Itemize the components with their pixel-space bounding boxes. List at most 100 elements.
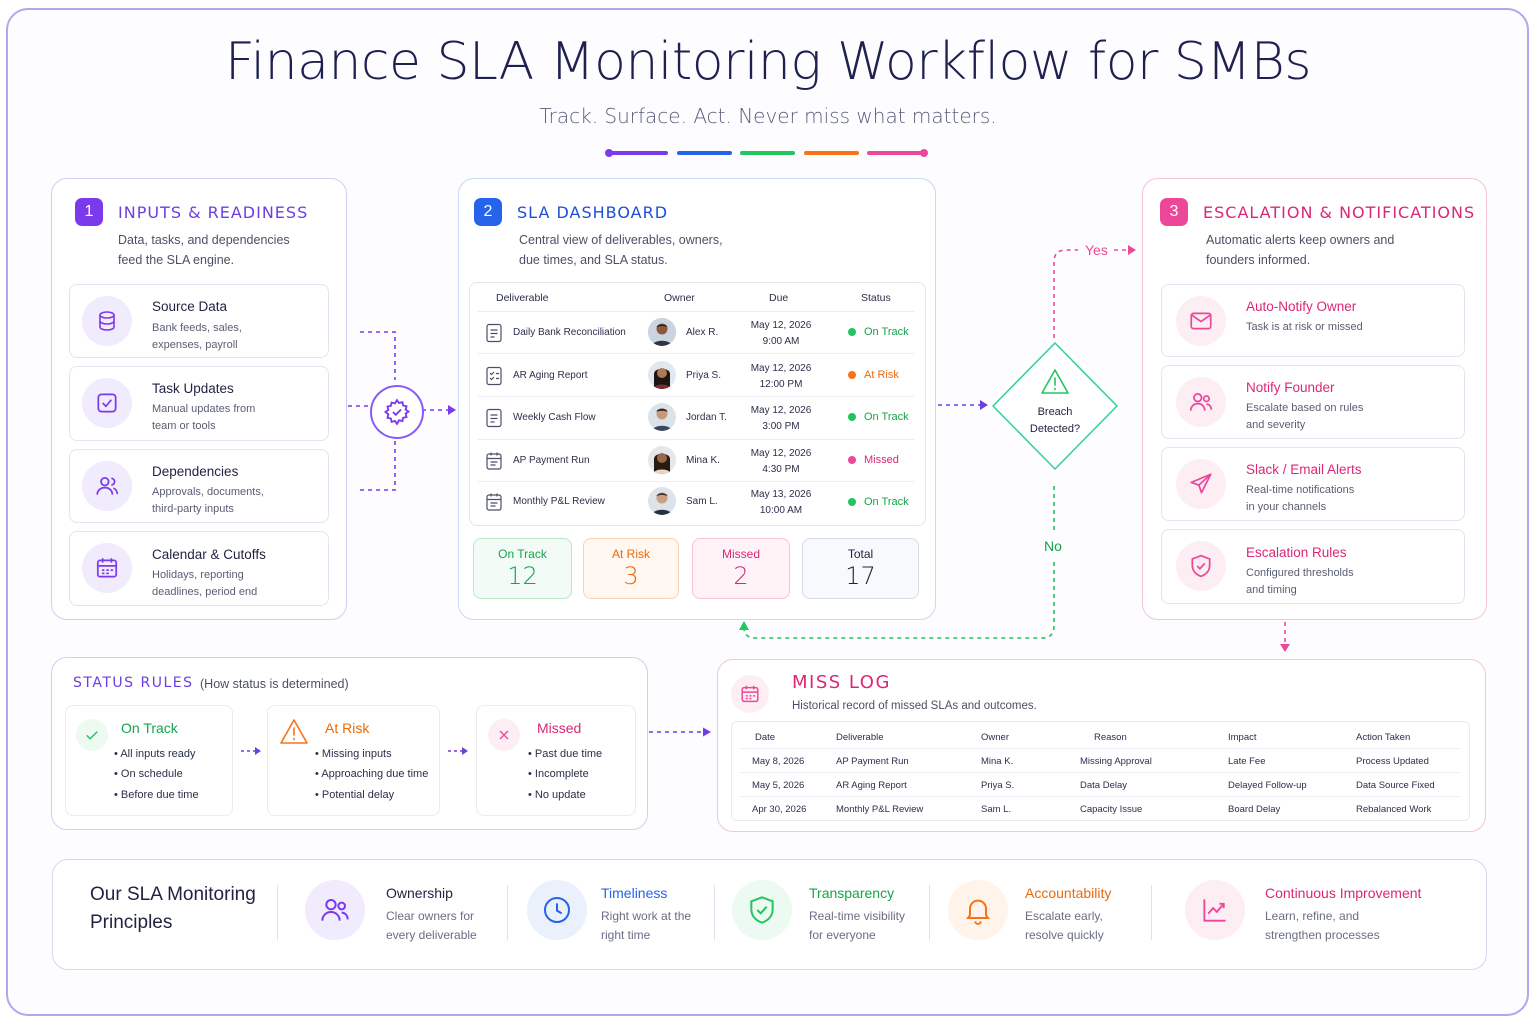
rule-item: • Approaching due time	[315, 768, 429, 780]
database-icon	[82, 296, 132, 346]
miss-cell: Board Delay	[1228, 804, 1281, 815]
input-card-desc: team or tools	[152, 420, 216, 432]
divider	[507, 885, 508, 940]
bell-icon	[948, 880, 1008, 940]
document-icon	[485, 323, 503, 348]
principle-desc: Escalate early,	[1025, 909, 1103, 923]
avatar	[648, 361, 676, 389]
kpi-total[interactable]: Total 17	[802, 538, 919, 599]
miss-cell: Data Source Fixed	[1356, 780, 1435, 791]
rule-title: At Risk	[325, 720, 370, 736]
table-cell-deliverable: AP Payment Run	[513, 455, 590, 466]
check-icon	[76, 719, 108, 751]
status-dot	[848, 413, 856, 421]
rule-item: • Missing inputs	[315, 748, 392, 760]
principle-title: Timeliness	[601, 885, 668, 901]
rule-item-text: No update	[534, 789, 586, 801]
table-cell-due-date: May 12, 2026	[750, 363, 812, 374]
avatar	[648, 318, 676, 346]
escalation-card-desc: Configured thresholds	[1246, 567, 1354, 579]
table-cell-owner: Priya S.	[686, 370, 722, 381]
escalation-card-title: Slack / Email Alerts	[1246, 462, 1362, 477]
divider	[277, 885, 278, 940]
table-cell-due-date: May 12, 2026	[750, 448, 812, 459]
escalation-card-title: Auto-Notify Owner	[1246, 299, 1357, 314]
accent-bar-purple	[608, 151, 668, 155]
yes-label: Yes	[1085, 242, 1108, 258]
principle-desc: Real-time visibility	[809, 909, 906, 923]
warning-icon	[278, 717, 310, 752]
input-card-desc: expenses, payroll	[152, 339, 238, 351]
checkbox-icon	[82, 378, 132, 428]
divider	[1151, 885, 1152, 940]
calendar-doc-icon	[485, 451, 503, 476]
input-card-title: Calendar & Cutoffs	[152, 547, 266, 562]
table-cell-due-date: May 12, 2026	[750, 405, 812, 416]
principles-heading-1: Our SLA Monitoring	[90, 884, 256, 905]
row-divider	[740, 796, 1460, 797]
rule-item: • Incomplete	[528, 768, 589, 780]
principle-desc: Learn, refine, and	[1265, 909, 1360, 923]
people-icon	[1176, 377, 1226, 427]
table-cell-deliverable: Monthly P&L Review	[513, 496, 605, 507]
rule-item: • Past due time	[528, 748, 603, 760]
table-cell-owner: Mina K.	[686, 455, 720, 466]
input-card-desc: Bank feeds, sales,	[152, 322, 242, 334]
table-cell-owner: Sam L.	[686, 496, 718, 507]
col-header-due: Due	[769, 292, 789, 304]
input-card-title: Task Updates	[152, 381, 234, 396]
kpi-on-track[interactable]: On Track 12	[473, 538, 572, 599]
input-card-title: Dependencies	[152, 464, 239, 479]
step-1-badge: 1	[75, 198, 103, 226]
status-rules-title: STATUS RULES	[73, 675, 193, 691]
input-card-desc: deadlines, period end	[152, 586, 258, 598]
miss-col-header: Deliverable	[836, 732, 884, 743]
table-cell-due-date: May 12, 2026	[750, 320, 812, 331]
miss-cell: Mina K.	[981, 756, 1014, 767]
status-dot	[848, 498, 856, 506]
rule-item-text: Incomplete	[534, 768, 589, 780]
escalation-card-desc: Task is at risk or missed	[1246, 321, 1363, 333]
row-divider	[478, 396, 914, 397]
avatar	[648, 446, 676, 474]
status-dot	[848, 456, 856, 464]
step-2-badge: 2	[474, 198, 502, 226]
escalation-card-desc: in your channels	[1246, 501, 1327, 513]
miss-log-table	[731, 721, 1470, 821]
shield-check-icon	[1176, 541, 1226, 591]
principle-title: Transparency	[809, 885, 895, 901]
status-rules-subtitle: (How status is determined)	[200, 677, 349, 691]
rule-item-text: Missing inputs	[321, 748, 392, 760]
step-3-badge: 3	[1160, 198, 1188, 226]
miss-cell: Sam L.	[981, 804, 1012, 815]
table-cell-due-time: 10:00 AM	[759, 505, 803, 516]
inputs-connector	[348, 331, 456, 491]
miss-cell: Priya S.	[981, 780, 1015, 791]
document-icon	[485, 408, 503, 433]
principle-title: Ownership	[386, 885, 453, 901]
table-cell-owner: Jordan T.	[686, 412, 727, 423]
miss-col-header: Date	[755, 732, 776, 743]
avatar	[648, 403, 676, 431]
clock-icon	[527, 880, 587, 940]
kpi-missed[interactable]: Missed 2	[692, 538, 790, 599]
mail-icon	[1176, 296, 1226, 346]
miss-cell: Data Delay	[1080, 780, 1127, 791]
calendar-icon	[731, 675, 769, 713]
rule-item-text: All inputs ready	[120, 748, 196, 760]
miss-col-header: Action Taken	[1356, 732, 1411, 743]
inputs-title: INPUTS & READINESS	[118, 203, 309, 222]
miss-cell: AP Payment Run	[836, 756, 909, 767]
rule-item-text: Before due time	[120, 789, 199, 801]
inputs-desc-1: Data, tasks, and dependencies	[118, 233, 290, 247]
escalation-title: ESCALATION & NOTIFICATIONS	[1203, 203, 1476, 222]
miss-log-desc: Historical record of missed SLAs and out…	[792, 700, 1037, 712]
rule-item: • No update	[528, 789, 586, 801]
escalation-card-desc: and severity	[1246, 419, 1306, 431]
rule-title: Missed	[537, 720, 582, 736]
kpi-at-risk[interactable]: At Risk 3	[583, 538, 679, 599]
principle-title: Accountability	[1025, 885, 1112, 901]
miss-cell: Capacity Issue	[1080, 804, 1143, 815]
rule-item-text: On schedule	[120, 768, 183, 780]
dashboard-desc-1: Central view of deliverables, owners,	[519, 233, 723, 247]
